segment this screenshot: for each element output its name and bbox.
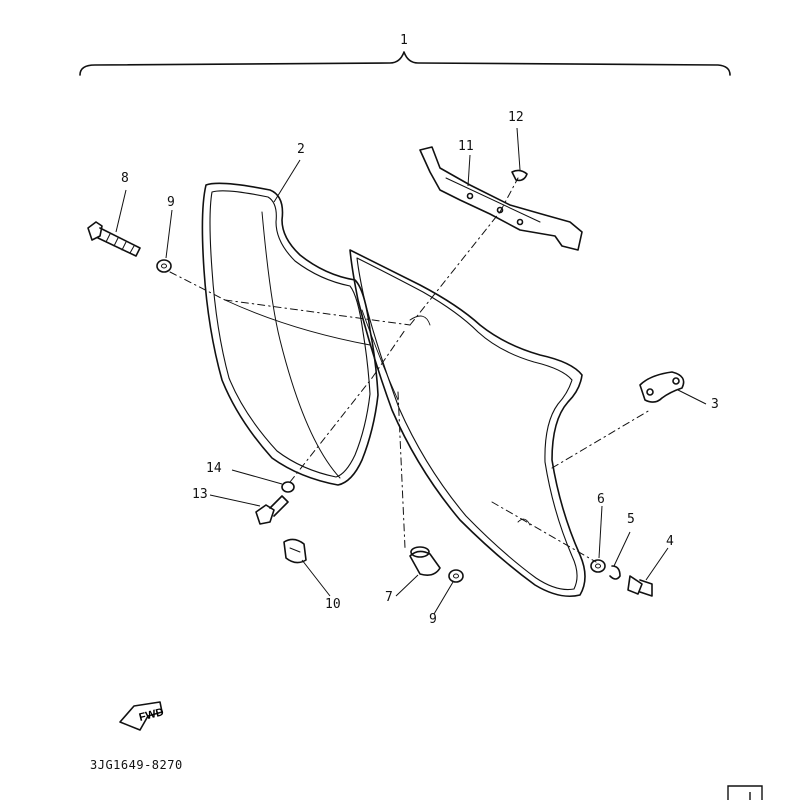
diagram-part-code: 3JG1649-8270 bbox=[90, 758, 183, 772]
clip-part bbox=[511, 169, 528, 182]
callout-2: 2 bbox=[297, 142, 305, 157]
callout-3: 3 bbox=[711, 397, 719, 412]
stay-plate bbox=[639, 371, 685, 403]
mounting-bracket bbox=[419, 146, 583, 251]
grommet bbox=[283, 538, 307, 564]
bolt-4 bbox=[627, 575, 653, 597]
assembly-line bbox=[169, 271, 226, 301]
assembly-brace bbox=[79, 51, 731, 76]
callout-12: 12 bbox=[508, 110, 524, 125]
callout-13: 13 bbox=[192, 487, 208, 502]
callout-14: 14 bbox=[206, 461, 222, 476]
fwd-label: FWD bbox=[138, 706, 165, 724]
callout-6: 6 bbox=[597, 492, 605, 507]
lock-washer-5 bbox=[609, 565, 621, 580]
callout-4: 4 bbox=[666, 534, 674, 549]
fwd-arrow-icon bbox=[119, 701, 163, 731]
callout-11: 11 bbox=[458, 139, 474, 154]
callout-10: 10 bbox=[325, 597, 341, 612]
frame-corner-mark bbox=[727, 785, 763, 800]
callout-7: 7 bbox=[385, 590, 393, 605]
washer-upper bbox=[156, 259, 172, 273]
callout-1: 1 bbox=[400, 33, 408, 48]
collar-spacer bbox=[409, 546, 441, 576]
long-bolt bbox=[87, 221, 141, 257]
side-cover-panel-main bbox=[349, 249, 586, 598]
leader-line bbox=[273, 159, 301, 203]
washer-lower bbox=[448, 569, 464, 583]
side-cover-panel-left bbox=[201, 182, 379, 486]
callout-5: 5 bbox=[627, 512, 635, 527]
callout-8: 8 bbox=[121, 171, 129, 186]
callout-9-upper: 9 bbox=[167, 195, 175, 210]
callout-9-lower: 9 bbox=[429, 612, 437, 627]
short-screw bbox=[255, 495, 289, 525]
washer-6 bbox=[590, 559, 606, 573]
small-washer bbox=[281, 481, 295, 493]
